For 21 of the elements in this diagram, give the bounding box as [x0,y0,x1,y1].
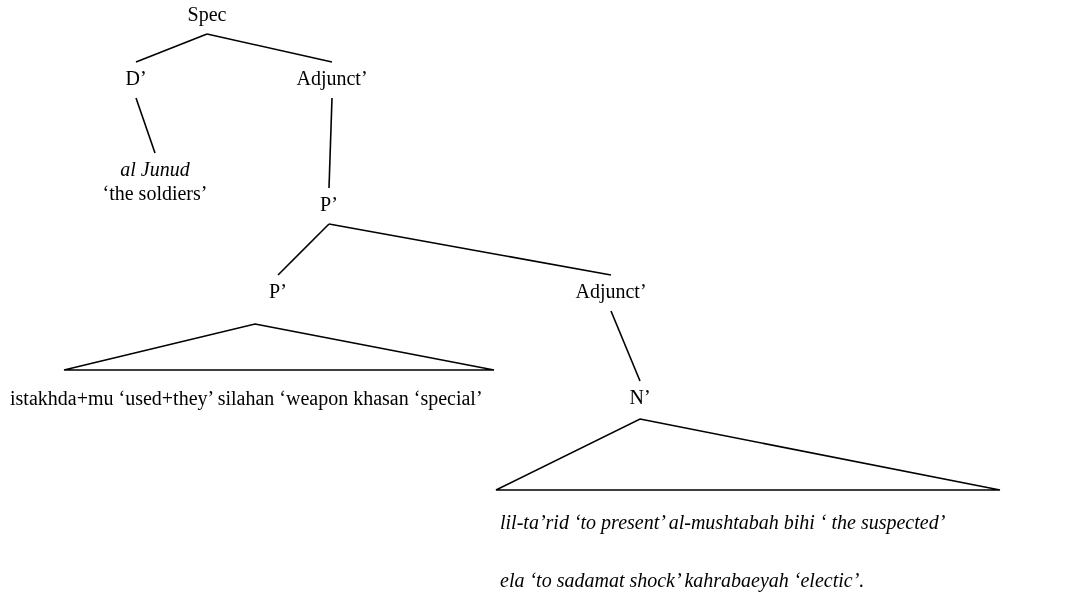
gloss-text: lil-ta’rid ‘to present’ al-mushtabah bihi ‘ the suspected’ [500,510,947,534]
branch-line [328,223,612,276]
branch-line [135,97,156,154]
gloss-text: ela ‘to sadamat shock’ kahrabaeyah ‘electic’. [500,568,866,592]
branch-line [328,97,333,189]
gloss-text: istakhda+mu ‘used+they’ silahan ‘weapon khasan ‘special’ [10,386,484,410]
gloss-text: ‘the soldiers’ [101,181,209,205]
tree-node-label: Adjunct’ [563,279,659,303]
tree-node-label: Adjunct’ [285,66,379,90]
tree-node-label: D’ [118,66,154,90]
branch-line [135,33,208,63]
branch-line [206,33,333,63]
branch-line [277,223,330,276]
roof-triangle [495,418,1001,491]
word-label: al Junud [119,157,191,181]
tree-node-label: N’ [622,385,658,409]
tree-node-label: Spec [182,2,232,26]
branch-line [610,310,641,382]
tree-node-label: P’ [260,279,296,303]
tree-node-label: P’ [311,192,347,216]
roof-triangle [63,323,495,371]
